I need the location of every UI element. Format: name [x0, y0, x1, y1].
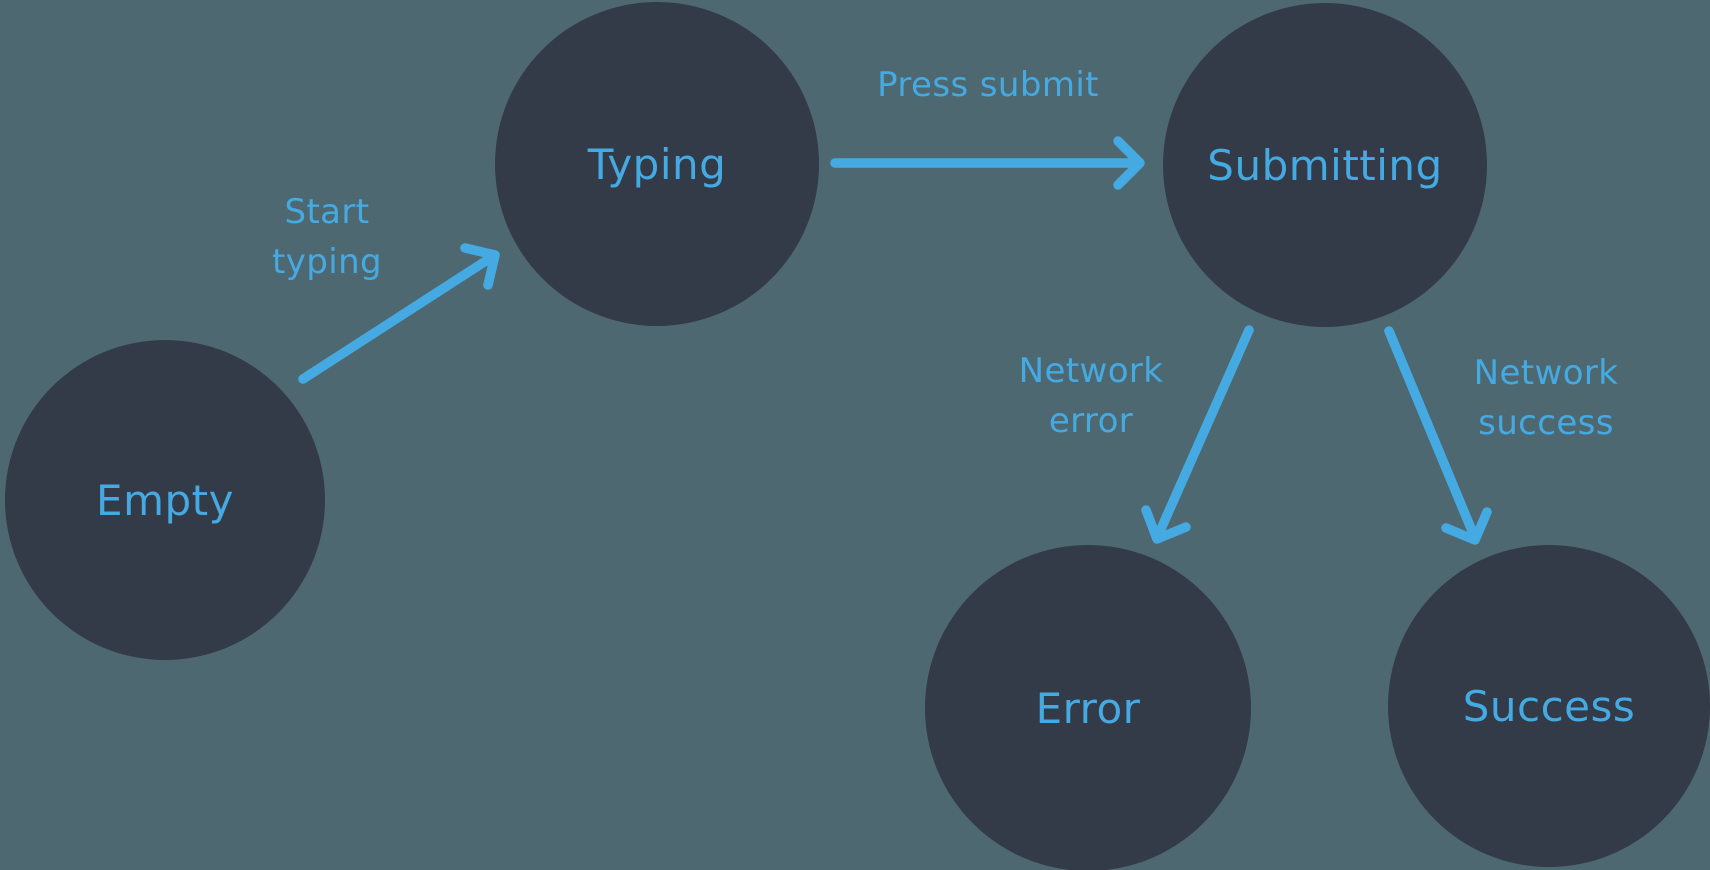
- edge-arrow-empty-typing: [298, 243, 500, 384]
- edge-label-network-error: Network error: [1019, 346, 1164, 446]
- state-node-typing-label: Typing: [587, 139, 727, 189]
- edge-arrow-submitting-error: [1141, 325, 1254, 544]
- edge-label-press-submit: Press submit: [877, 60, 1099, 110]
- state-node-typing: Typing: [495, 2, 819, 326]
- state-node-submitting-label: Submitting: [1207, 140, 1443, 190]
- edge-label-line: Network: [1018, 351, 1164, 391]
- edge-label-line: Network: [1473, 353, 1619, 393]
- state-node-success: Success: [1388, 545, 1710, 867]
- edge-label-line: success: [1478, 403, 1614, 443]
- state-node-empty-label: Empty: [96, 475, 234, 525]
- edge-label-line: Press submit: [877, 65, 1099, 105]
- edge-label-line: error: [1048, 401, 1134, 441]
- state-node-error-label: Error: [1035, 683, 1141, 733]
- state-node-error: Error: [925, 545, 1251, 870]
- edge-label-start-typing: Start typing: [272, 187, 382, 287]
- edge-label-line: Start: [284, 192, 370, 232]
- edge-arrow-submitting-success: [1384, 326, 1492, 545]
- edge-label-network-success: Network success: [1474, 348, 1619, 448]
- state-node-empty: Empty: [5, 340, 325, 660]
- state-node-submitting: Submitting: [1163, 3, 1487, 327]
- edge-arrow-typing-submitting: [830, 136, 1145, 190]
- edge-label-line: typing: [271, 242, 383, 282]
- state-node-success-label: Success: [1462, 681, 1636, 731]
